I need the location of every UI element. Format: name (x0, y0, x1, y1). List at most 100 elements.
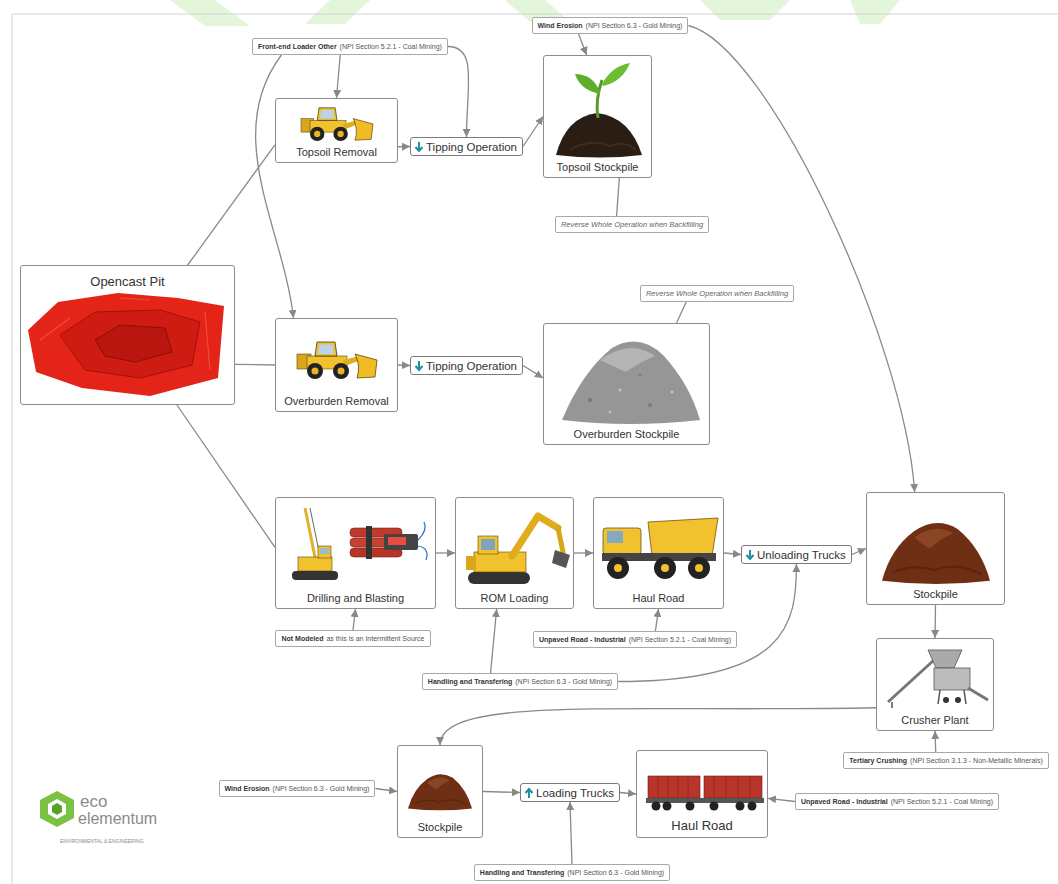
crusher-picture (888, 650, 988, 708)
road-train-picture (646, 776, 764, 811)
note-text: Tertiary Crushing (849, 757, 907, 764)
crusher-picture (955, 697, 961, 703)
connector (188, 145, 275, 265)
logo-mark (52, 803, 62, 815)
pit-picture (28, 293, 224, 396)
connector (934, 731, 936, 752)
box-label: Stockpile (911, 588, 960, 601)
excavator-picture (474, 552, 526, 572)
drill-rig-picture (298, 557, 332, 571)
watermark (700, 0, 790, 20)
note-text: Wind Erosion (538, 22, 583, 29)
road-train-picture (646, 798, 764, 803)
connector (724, 553, 741, 555)
box-label: Haul Road (631, 592, 687, 605)
note-text: Front-end Loader Other (258, 43, 337, 50)
overburden-picture (618, 388, 621, 391)
connector (256, 55, 294, 318)
connector (677, 302, 687, 323)
overburden-picture (562, 342, 700, 424)
excavator-picture (481, 539, 495, 550)
road-train-picture (736, 802, 745, 811)
box-label: Topsoil Removal (294, 146, 379, 159)
process-box: Opencast Pit (20, 265, 235, 405)
drill-rig-picture (292, 508, 338, 580)
connector (448, 47, 469, 138)
crusher-picture (943, 697, 949, 703)
dump-truck-picture (648, 518, 718, 556)
dynamite-picture (350, 522, 427, 560)
topsoil-picture (575, 74, 600, 94)
topsoil-picture (597, 80, 602, 118)
box-label: ROM Loading (479, 592, 551, 605)
source-note: Handling and Transfering(NPI Section 6.3… (474, 864, 670, 881)
crusher-picture (928, 650, 962, 668)
process-box: Topsoil Stockpile (543, 55, 652, 178)
note-text: Handling and Transfering (428, 678, 512, 685)
watermark (305, 0, 370, 24)
connector (688, 26, 914, 493)
crusher-picture (891, 702, 893, 708)
connector (655, 609, 658, 631)
box-label: Overburden Stockpile (572, 428, 682, 441)
crusher-picture (934, 668, 970, 690)
connector (523, 366, 543, 378)
source-note: Wind Erosion(NPI Section 6.3 - Gold Mini… (532, 17, 689, 34)
box-label: Drilling and Blasting (305, 592, 406, 605)
direction-icon (526, 789, 533, 798)
watermark (170, 0, 250, 26)
action-label: Tipping Operation (426, 141, 517, 153)
action-box: Tipping Operation (410, 137, 523, 156)
action-box: Unloading Trucks (741, 545, 852, 564)
note-text: (NPI Section 5.2.1 - Coal Mining) (340, 43, 442, 50)
dump-truck-picture (695, 564, 703, 572)
connector (618, 564, 796, 682)
excavator-picture (552, 550, 570, 568)
connector (375, 789, 397, 792)
logo-text: ENVIRONMENTAL & ENGINEERING (60, 838, 144, 844)
connector (440, 708, 876, 745)
connector (398, 146, 410, 148)
dump-truck-picture (614, 564, 622, 572)
dump-truck-picture (688, 557, 710, 579)
dump-truck-picture (602, 518, 718, 579)
process-box: Drilling and Blasting (275, 497, 436, 609)
logo-text: elementum (78, 810, 157, 828)
overburden-picture (609, 411, 612, 414)
dynamite-picture (388, 537, 406, 545)
road-train-picture (658, 776, 750, 798)
logo-mark (40, 791, 74, 827)
dynamite-picture (418, 522, 427, 560)
process-box: Stockpile (866, 492, 1005, 605)
process-box: Haul Road (593, 497, 724, 609)
pit-picture (40, 298, 210, 370)
connector (491, 609, 497, 673)
connector (570, 802, 572, 864)
direction-icon (414, 141, 424, 153)
logo-text: eco (80, 792, 107, 812)
connector (934, 605, 936, 638)
connector (177, 405, 275, 547)
crusher-picture (888, 660, 934, 702)
crusher-picture (938, 690, 940, 704)
drill-rig-picture (320, 548, 329, 554)
connector (398, 364, 410, 366)
crusher-picture (968, 688, 988, 700)
connector (574, 552, 593, 553)
crusher-picture (964, 690, 966, 704)
dump-truck-picture (603, 528, 641, 554)
road-train-picture (748, 802, 757, 811)
direction-icon (745, 549, 755, 561)
note-text: Reverse Whole Operation when Backfilling (646, 289, 788, 298)
excavator-picture (466, 556, 476, 570)
dump-truck-picture (661, 564, 669, 572)
connector (483, 792, 520, 793)
source-note: Reverse Whole Operation when Backfilling (640, 285, 794, 302)
dump-truck-picture (607, 557, 629, 579)
note-text: Wind Erosion (225, 785, 270, 792)
source-note: Tertiary Crushing(NPI Section 3.1.3 - No… (843, 752, 1048, 769)
connector (235, 364, 275, 366)
overburden-picture (600, 348, 655, 372)
source-note: Reverse Whole Operation when Backfilling (555, 216, 709, 233)
